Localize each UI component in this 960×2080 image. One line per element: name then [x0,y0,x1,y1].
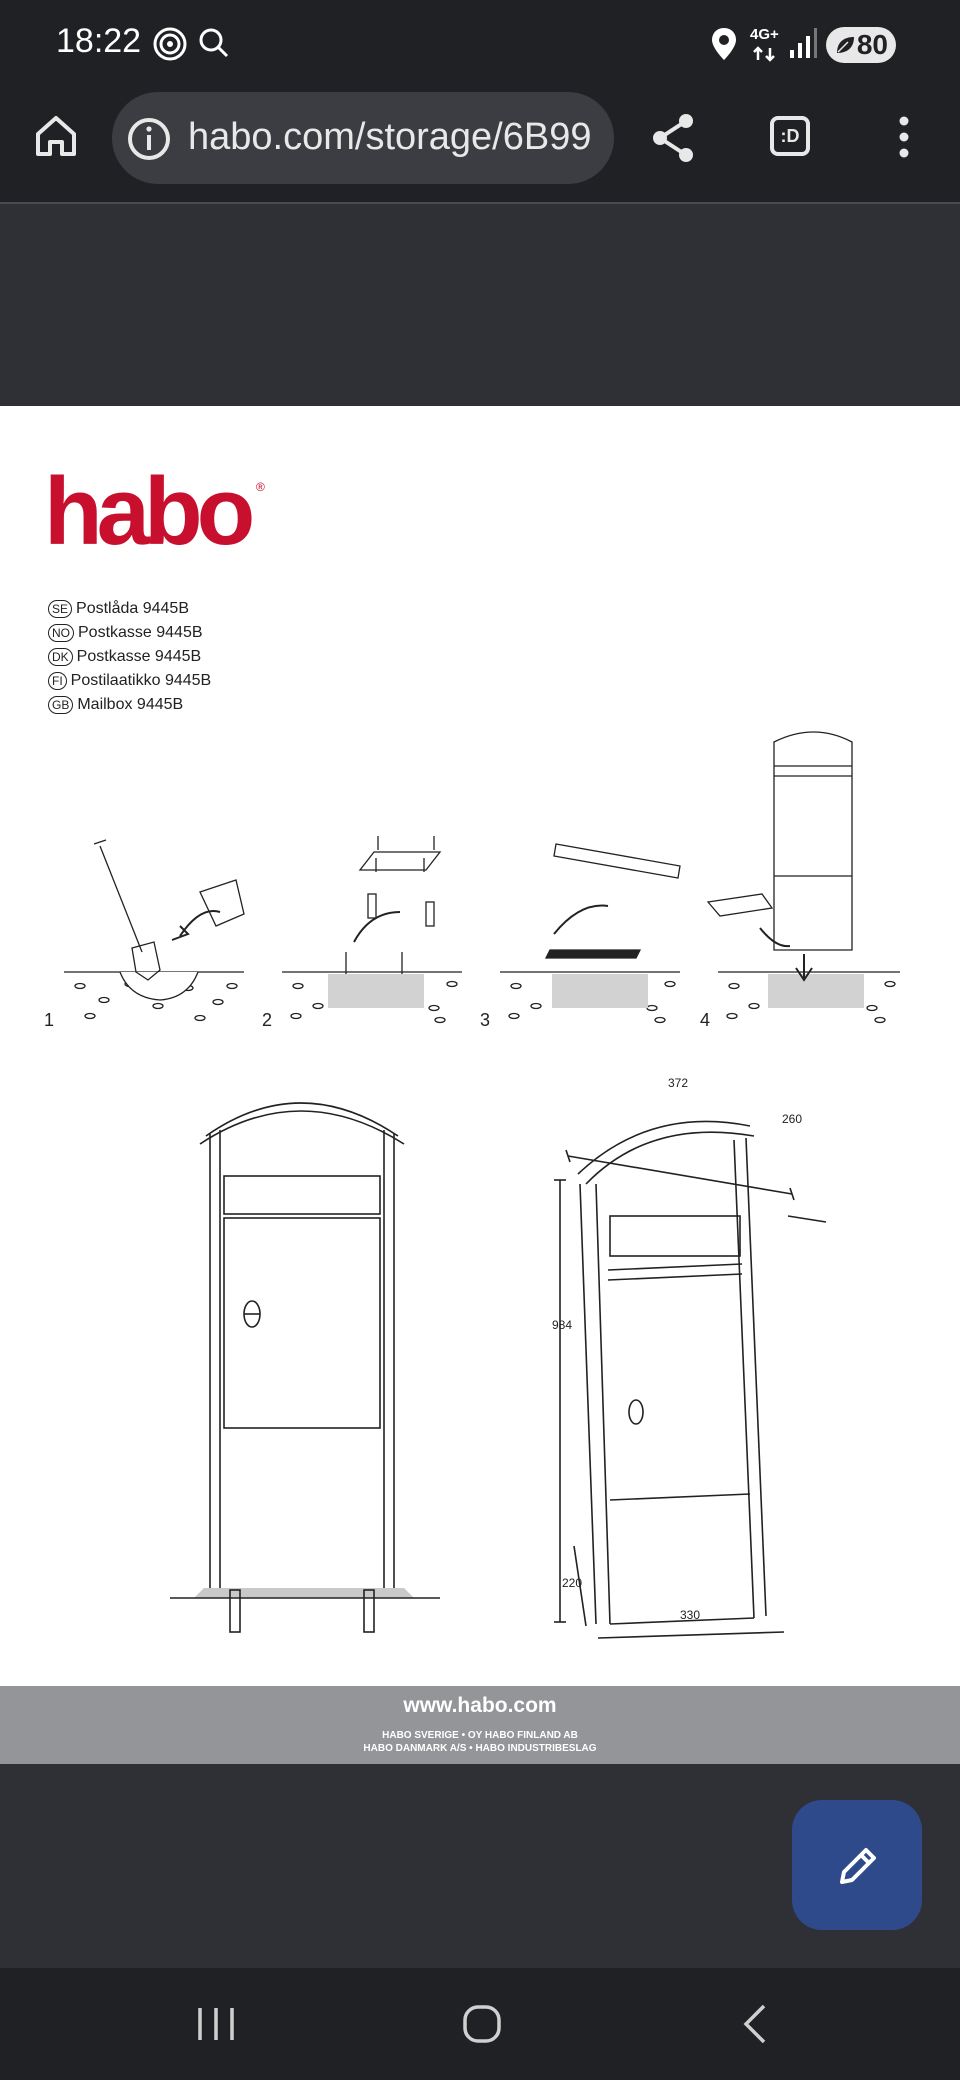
search-icon [199,28,229,58]
network-4g-icon: 4G+ [750,26,779,43]
battery-icon: 80 [826,27,896,63]
home-icon[interactable] [34,114,78,158]
footer-companies-line1: HABO SVERIGE • OY HABO FINLAND AB [382,1730,578,1741]
product-name: Postilaatikko 9445B [70,672,212,689]
edit-pencil-icon [840,1848,876,1884]
lang-code: SE [48,600,73,618]
dimension-label: 220 [562,1576,583,1590]
dimension-label: 330 [680,1608,701,1622]
footer-url: www.habo.com [403,1694,557,1717]
step-number: 2 [262,1010,273,1030]
mailbox-dimension-drawing [554,1120,827,1639]
habo-logo: habo [44,462,258,552]
lang-code: GB [48,696,74,714]
site-info-icon[interactable] [126,116,172,162]
dimension-label: 984 [552,1318,573,1332]
installation-steps-illustration [64,731,900,1024]
system-navigation-bar [0,1968,960,2080]
battery-level: 80 [856,29,888,60]
step-number: 1 [44,1010,55,1030]
hotspot-icon [153,27,187,61]
back-icon[interactable] [740,2004,770,2044]
dimension-label: 260 [782,1112,803,1126]
clock: 18:22 [56,22,142,60]
product-name: Mailbox 9445B [77,696,184,713]
url-text[interactable]: habo.com/storage/6B99 [188,116,592,158]
dimension-label: 372 [668,1076,689,1090]
ground-pebbles [74,980,896,1024]
browser-toolbar: habo.com/storage/6B99 :D [0,88,960,202]
leaf-icon [837,37,854,53]
address-bar[interactable]: habo.com/storage/6B99 [112,92,614,184]
lang-code: DK [48,648,73,666]
footer-companies-line2: HABO DANMARK A/S • HABO INDUSTRIBESLAG [363,1743,597,1754]
edit-button[interactable] [792,1800,922,1930]
toolbar-divider [0,202,960,204]
product-name: Postlåda 9445B [76,600,189,617]
location-icon [712,28,736,60]
mailbox-front-view-drawing [170,1102,440,1633]
home-nav-icon[interactable] [462,2004,502,2044]
recent-apps-icon[interactable] [196,2006,236,2042]
step-number: 4 [700,1010,711,1030]
document-footer: www.habo.com HABO SVERIGE • OY HABO FINL… [0,1686,960,1764]
status-bar: 18:22 4G+ 80 [0,0,960,88]
logo-text: habo [44,462,252,552]
lang-code: FI [48,672,67,690]
registered-mark: ® [256,480,265,494]
lang-code: NO [48,624,74,642]
share-icon[interactable] [650,112,698,164]
product-name: Postkasse 9445B [76,648,202,665]
overflow-menu-icon[interactable] [894,114,914,160]
step-number: 3 [480,1010,491,1030]
tabs-icon[interactable]: :D [770,116,810,156]
product-name: Postkasse 9445B [78,624,203,641]
data-arrows-icon [753,46,775,62]
signal-icon [790,28,817,58]
